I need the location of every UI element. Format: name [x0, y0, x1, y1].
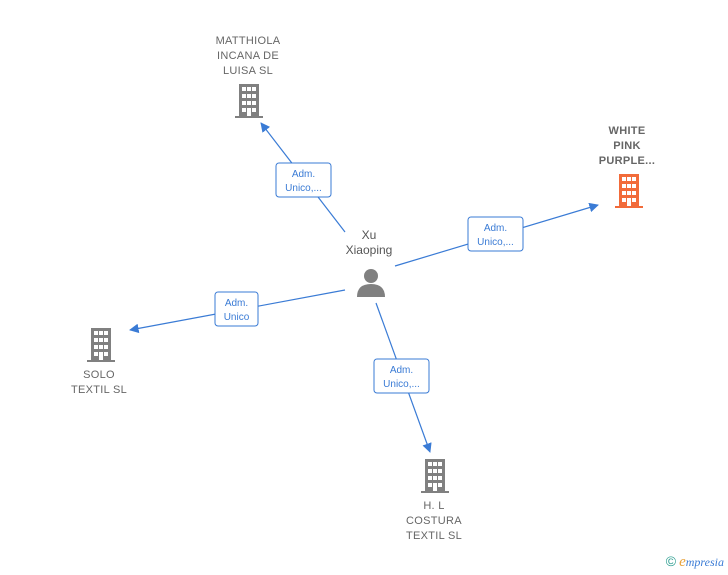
edge-label-line: Adm.: [225, 298, 248, 309]
company-name-line: TEXTIL SL: [71, 384, 127, 396]
edge-label-matthiola[interactable]: Adm. Unico,...: [275, 162, 332, 198]
edge-label-line: Unico,...: [477, 237, 514, 248]
copyright-icon: ©: [665, 553, 677, 569]
edge-label-line: Unico,...: [285, 183, 322, 194]
company-name-line: TEXTIL SL: [406, 530, 462, 542]
person-name-line: Xu: [362, 228, 377, 242]
footer-brand: ©empresia: [666, 553, 724, 571]
person-icon: [357, 269, 385, 297]
brand-initial: e: [679, 554, 686, 570]
building-icon: [421, 459, 449, 493]
edge-label-white-pink[interactable]: Adm. Unico,...: [467, 216, 524, 252]
company-name-line: WHITE: [609, 125, 646, 137]
company-name-line: SOLO: [83, 369, 115, 381]
edge-label-line: Unico,...: [383, 379, 420, 390]
edge-label-line: Adm.: [390, 365, 413, 376]
person-name-line: Xiaoping: [346, 243, 393, 257]
company-name-line: PINK: [613, 140, 640, 152]
edge-label-line: Adm.: [292, 169, 315, 180]
company-node-solo-textil[interactable]: SOLO TEXTIL SL: [71, 328, 127, 396]
company-name-line: COSTURA: [406, 515, 462, 527]
company-node-white-pink[interactable]: WHITE PINK PURPLE...: [599, 125, 656, 208]
company-name-line: LUISA SL: [223, 65, 273, 77]
company-name-line: MATTHIOLA: [216, 35, 281, 47]
person-node[interactable]: Xu Xiaoping: [346, 228, 393, 297]
edge-label-solo-textil[interactable]: Adm. Unico: [214, 291, 259, 327]
building-icon: [615, 174, 643, 208]
company-node-hl-costura[interactable]: H. L COSTURA TEXTIL SL: [406, 459, 462, 542]
company-name-line: PURPLE...: [599, 155, 656, 167]
building-icon: [87, 328, 115, 362]
company-node-matthiola[interactable]: MATTHIOLA INCANA DE LUISA SL: [216, 35, 281, 118]
edge-label-line: Unico: [224, 312, 250, 323]
edge-label-line: Adm.: [484, 223, 507, 234]
company-name-line: H. L: [423, 500, 444, 512]
building-icon: [235, 84, 263, 118]
brand-name: mpresia: [685, 555, 724, 569]
edge-label-hl-costura[interactable]: Adm. Unico,...: [373, 358, 430, 394]
company-name-line: INCANA DE: [217, 50, 279, 62]
